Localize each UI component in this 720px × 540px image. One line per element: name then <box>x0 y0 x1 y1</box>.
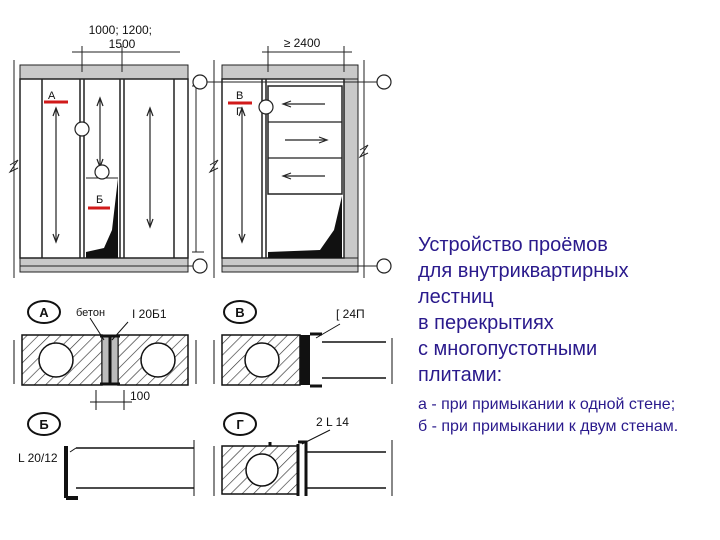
detail-a-letter: А <box>39 305 49 320</box>
caption: Устройство проёмов для внутриквартирных … <box>418 232 708 438</box>
detail-a: А бетон I 20Б1 100 <box>13 300 197 410</box>
wall-bottom-right <box>221 257 359 273</box>
plan-marker-v: В <box>236 90 243 102</box>
label-concrete: бетон <box>76 307 105 319</box>
caption-note-a: а - при примыкании к одной стене; <box>418 396 676 413</box>
detail-v-letter: В <box>235 305 244 320</box>
plan-right: ≥ 2400 В Г <box>192 36 392 278</box>
detail-b-letter: Б <box>39 417 48 432</box>
wall-side-right <box>343 78 359 259</box>
dim-opening-min: ≥ 2400 <box>284 36 321 50</box>
label-beam: I 20Б1 <box>132 307 167 321</box>
wall-top-left <box>19 64 189 80</box>
label-channel: [ 24П <box>336 307 365 321</box>
dim-slab-width: 1000; 1200; 1500 <box>89 23 156 51</box>
wall-bottom-left <box>19 257 189 273</box>
axis-bubble <box>192 74 208 90</box>
detail-v: В [ 24П <box>213 300 393 388</box>
axis-bubble <box>258 99 274 115</box>
plan-marker-b: Б <box>96 194 103 206</box>
axis-bubble <box>376 258 392 274</box>
dim-a: 100 <box>130 389 150 403</box>
detail-b: Б L 20/12 <box>18 412 195 500</box>
plan-left: 1000; 1200; 1500 А Б <box>8 23 208 278</box>
caption-note-b: б - при примыкании к двум стенам. <box>418 418 679 435</box>
label-angle-b: L 20/12 <box>18 451 58 465</box>
axis-bubble <box>192 258 208 274</box>
label-angle-g: 2 L 14 <box>316 415 349 429</box>
axis-bubble <box>94 164 110 180</box>
axis-bubble <box>74 121 90 137</box>
detail-g: Г 2 L 14 <box>213 412 393 496</box>
plan-marker-a: А <box>48 90 56 102</box>
detail-g-letter: Г <box>236 417 244 432</box>
wall-top-right <box>221 64 359 80</box>
plan-marker-g: Г <box>236 106 242 118</box>
caption-title: Устройство проёмов для внутриквартирных … <box>418 234 629 386</box>
axis-bubble <box>376 74 392 90</box>
